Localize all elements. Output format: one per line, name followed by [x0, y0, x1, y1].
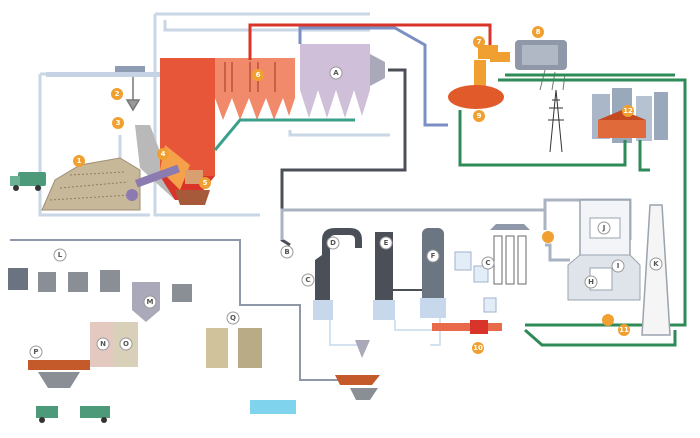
catalytic-tower	[567, 199, 641, 301]
label-5: 5	[199, 177, 211, 189]
label-N: N	[96, 337, 110, 351]
scrubber-E	[373, 232, 395, 320]
transmission-tower-icon	[539, 69, 566, 153]
label-I: I	[611, 259, 625, 273]
svg-text:N: N	[100, 340, 106, 348]
steam-turbine	[448, 45, 510, 109]
label-H: H	[584, 275, 598, 289]
generator	[515, 40, 567, 70]
feedwater-pipe	[298, 26, 448, 127]
label-P: P	[29, 345, 43, 359]
label-C2: C	[481, 256, 495, 270]
label-6: 6	[252, 69, 264, 81]
furnace	[135, 58, 295, 205]
small-filters	[454, 251, 497, 313]
label-10: 10	[472, 342, 484, 354]
scrubber-water-lines	[329, 318, 441, 346]
garbage-truck-icon	[10, 172, 46, 191]
scrubber-D	[313, 228, 362, 320]
waste-pit	[41, 157, 141, 211]
svg-text:11: 11	[619, 326, 629, 334]
heat-exchanger-10	[432, 320, 502, 334]
svg-text:5: 5	[203, 179, 208, 187]
svg-text:F: F	[431, 252, 436, 260]
label-8: 8	[532, 26, 544, 38]
residue-conveyor	[335, 340, 380, 400]
flue-gas-duct	[280, 68, 407, 247]
svg-text:3: 3	[116, 119, 121, 127]
waste-grabber-icon	[125, 77, 141, 112]
label-A: A	[329, 66, 343, 80]
svg-text:E: E	[384, 239, 389, 247]
steam-pipe	[248, 23, 492, 60]
svg-text:C: C	[485, 259, 490, 267]
scrubber-F	[420, 228, 446, 318]
ash-return-line	[10, 239, 340, 381]
label-9: 9	[473, 110, 485, 122]
filter-G	[490, 224, 530, 285]
label-O: O	[119, 337, 133, 351]
svg-text:4: 4	[161, 150, 166, 158]
svg-text:9: 9	[477, 112, 482, 120]
svg-text:K: K	[653, 260, 659, 268]
svg-text:10: 10	[473, 344, 483, 352]
svg-text:Q: Q	[230, 314, 236, 322]
boiler-tubes	[224, 62, 276, 92]
svg-text:2: 2	[115, 90, 120, 98]
tanks-Q	[206, 328, 262, 368]
label-K: K	[649, 257, 663, 271]
svg-text:H: H	[588, 278, 594, 286]
svg-text:I: I	[617, 262, 620, 270]
label-L: L	[53, 248, 67, 262]
svg-text:6: 6	[256, 71, 261, 79]
svg-text:12: 12	[623, 107, 633, 115]
svg-text:D: D	[330, 239, 336, 247]
crane-rail	[46, 66, 166, 77]
label-12: 12	[622, 105, 634, 117]
label-C1: C	[301, 273, 315, 287]
transport-trucks-icon	[36, 406, 110, 423]
label-J: J	[597, 221, 611, 235]
water-outflow	[250, 400, 296, 414]
label-Q: Q	[226, 311, 240, 325]
heat-exchanger-11	[542, 231, 614, 326]
wastewater-tanks	[8, 268, 192, 322]
filter-press-P	[28, 360, 90, 388]
svg-text:L: L	[58, 251, 63, 259]
label-7: 7	[473, 36, 485, 48]
diagram-labels: 1 2 3 4 5 6 7 8 9 10 11 12 A B C C D E F…	[29, 26, 663, 359]
svg-text:C: C	[305, 276, 310, 284]
filter-A	[300, 44, 385, 118]
label-2: 2	[111, 88, 123, 100]
svg-text:7: 7	[477, 38, 482, 46]
svg-text:A: A	[333, 69, 339, 77]
svg-text:P: P	[33, 348, 38, 356]
svg-text:J: J	[602, 224, 606, 232]
label-D: D	[326, 236, 340, 250]
svg-text:8: 8	[536, 28, 541, 36]
city-buildings	[592, 88, 668, 143]
bottom-ash-discharge	[126, 164, 181, 201]
label-11: 11	[618, 324, 630, 336]
svg-text:O: O	[123, 340, 129, 348]
svg-text:M: M	[147, 298, 154, 306]
label-F: F	[426, 249, 440, 263]
label-M: M	[143, 295, 157, 309]
ash-conveyor	[213, 118, 355, 151]
label-4: 4	[157, 148, 169, 160]
label-1: 1	[73, 155, 85, 167]
label-3: 3	[112, 117, 124, 129]
svg-text:B: B	[284, 248, 289, 256]
label-B: B	[280, 245, 294, 259]
svg-text:1: 1	[77, 157, 82, 165]
label-E: E	[379, 236, 393, 250]
